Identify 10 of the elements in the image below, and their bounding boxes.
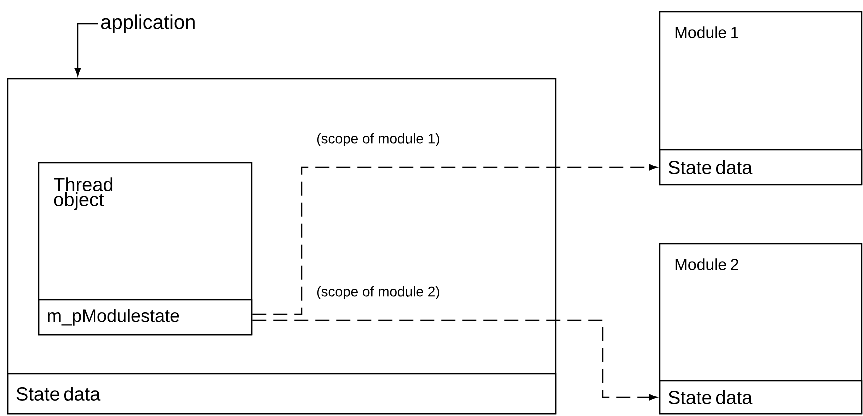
dashed-arrow (252, 320, 658, 401)
caption-label: application (101, 14, 195, 34)
state-data-band: State data (7, 373, 557, 415)
edge-label: (scope of module 2) (316, 285, 442, 301)
leader-arrow (74, 23, 98, 76)
field-band: m_pModulestate (38, 299, 253, 336)
edge-label: (scope of module 1) (316, 132, 442, 148)
dashed-arrow (252, 164, 658, 316)
state-data-band: State data (659, 380, 863, 415)
state-data-band: State data (659, 149, 863, 186)
